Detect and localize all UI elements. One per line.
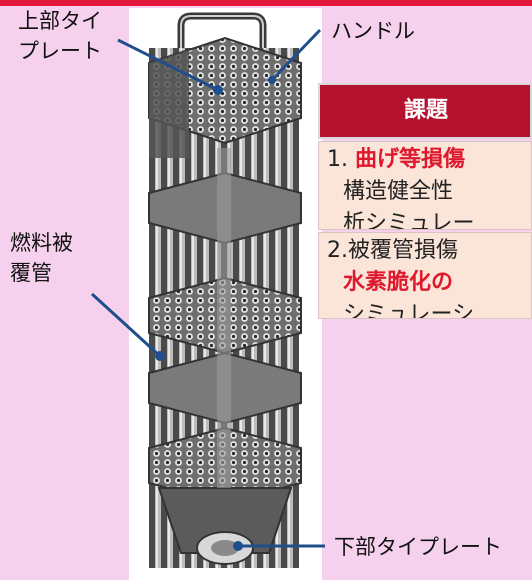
label-fuel-cladding-line2: 覆管 — [10, 261, 52, 285]
issue-1-heading: 1. 曲げ等損傷 — [327, 144, 531, 176]
issue-item-2: 2.被覆管損傷 水素脆化の シミュレーシ — [318, 232, 532, 319]
label-handle: ハンドル — [331, 19, 415, 43]
label-fuel-cladding-line1: 燃料被 — [10, 231, 73, 255]
top-accent-bar — [0, 0, 532, 6]
issue-item-1: 1. 曲げ等損傷 構造健全性 析シミュレー — [318, 141, 532, 230]
issues-panel-title: 課題 — [404, 98, 449, 123]
fuel-assembly-illustration — [129, 8, 322, 580]
issue-2-line3: シミュレーシ — [343, 302, 475, 319]
issue-1-highlight: 曲げ等損傷 — [355, 147, 466, 172]
label-top-tie-plate-line1: 上部タイ — [18, 9, 102, 33]
issue-2-line1: 2.被覆管損傷 — [327, 238, 458, 263]
issue-2-highlight: 水素脆化の — [343, 270, 454, 295]
label-top-tie-plate-line2: プレート — [18, 39, 102, 63]
label-fuel-cladding: 燃料被 覆管 — [10, 228, 73, 288]
issue-1-line2: 構造健全性 — [343, 179, 454, 204]
label-bottom-tie-plate: 下部タイプレート — [334, 535, 502, 559]
issue-1-line3: 析シミュレー — [343, 211, 475, 230]
issue-1-number: 1. — [327, 147, 348, 172]
issues-panel-header: 課題 — [318, 83, 532, 139]
label-top-tie-plate: 上部タイ プレート — [18, 6, 102, 66]
issues-panel: 課題 1. 曲げ等損傷 構造健全性 析シミュレー 2.被覆管損傷 水素脆化の シ… — [318, 83, 532, 319]
